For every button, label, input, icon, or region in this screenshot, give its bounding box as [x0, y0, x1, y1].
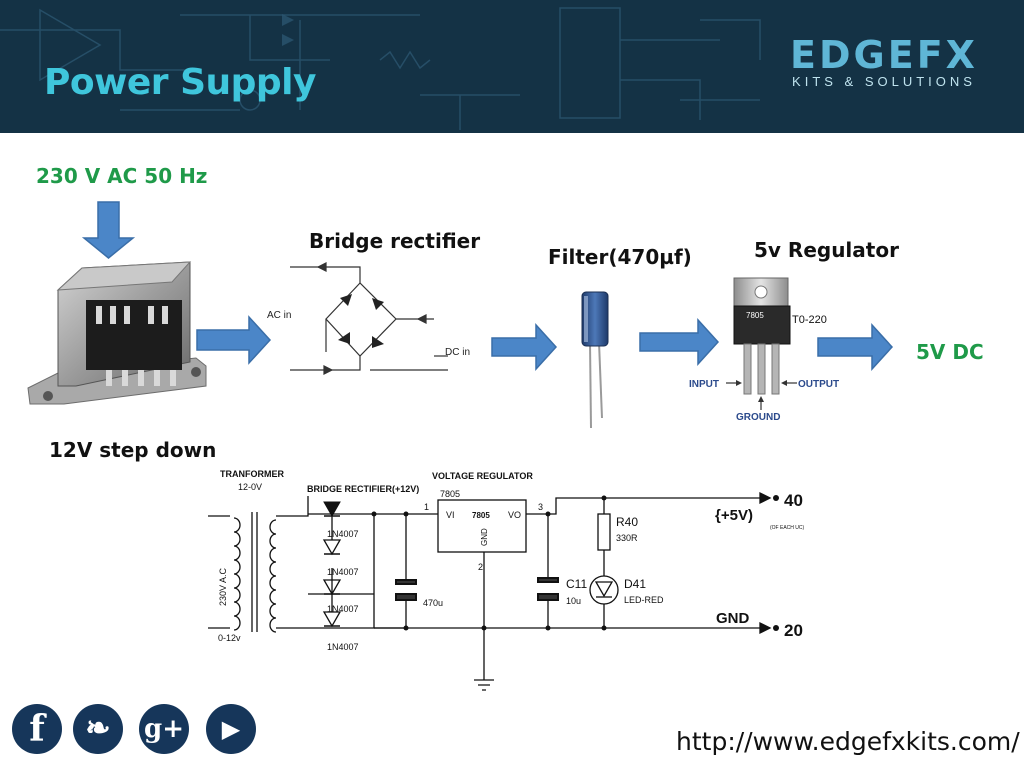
schematic-regulator-part: 7805: [440, 489, 460, 499]
schematic-output-note: (OF EACH UC): [770, 525, 805, 531]
schematic-output-label: {+5V): [715, 507, 753, 524]
facebook-icon: f: [29, 708, 45, 750]
ground-pin-label: GROUND: [736, 412, 780, 423]
schematic-transformer-title: TRANFORMER: [220, 469, 284, 479]
schematic-pin-20: 20: [784, 621, 803, 640]
ac-input-label: 230 V AC 50 Hz: [36, 164, 208, 188]
google-plus-icon: g+: [144, 714, 184, 744]
schematic-bridge-title: BRIDGE RECTIFIER(+12V): [307, 484, 419, 494]
schematic-pin-3: 3: [538, 502, 543, 512]
schematic-diode-4-label: 1N4007: [327, 642, 359, 652]
voltage-regulator-image: [726, 277, 797, 410]
input-pin-label: INPUT: [689, 379, 719, 390]
transformer-image: [27, 261, 207, 405]
arrow-filter-to-regulator-icon: [639, 318, 720, 366]
dc-in-label: DC in: [445, 347, 470, 358]
schematic-regulator-chip: 7805: [472, 511, 490, 520]
schematic-pin-vi: VI: [446, 510, 455, 520]
regulator-chip-label: 7805: [746, 311, 764, 320]
schematic-primary-label: 230V A.C: [218, 567, 228, 606]
regulator-label: 5v Regulator: [754, 238, 899, 262]
website-url[interactable]: http://www.edgefxkits.com/: [676, 727, 1020, 756]
schematic-pin-gnd: GND: [480, 528, 489, 546]
bridge-rectifier-diagram: [290, 262, 448, 375]
schematic-d41-name: D41: [624, 577, 646, 591]
google-plus-button[interactable]: g+: [139, 704, 189, 754]
package-label: T0-220: [792, 314, 827, 326]
schematic-diode-3-label: 1N4007: [327, 604, 359, 614]
schematic-c11-value: 10u: [566, 596, 581, 606]
schematic-c11-name: C11: [566, 577, 587, 591]
twitter-button[interactable]: ❧: [73, 704, 123, 754]
twitter-icon: ❧: [85, 711, 111, 746]
schematic-secondary-label: 0-12v: [218, 633, 241, 643]
schematic-pin-2: 2: [478, 562, 483, 572]
schematic-capacitor-c11: [537, 577, 559, 601]
play-icon: ▶: [221, 715, 241, 743]
schematic-d41-value: LED-RED: [624, 595, 664, 605]
schematic-pin-40: 40: [784, 491, 803, 510]
filter-label: Filter(470µf): [548, 245, 692, 269]
logo-wordmark: EDGEFX: [790, 33, 978, 77]
output-label: 5V DC: [916, 340, 984, 364]
schematic-pin-1: 1: [424, 502, 429, 512]
schematic-pin-vo: VO: [508, 510, 521, 520]
slide-header: Power Supply EDGEFX KITS & SOLUTIONS: [0, 0, 1024, 133]
schematic-r40-value: 330R: [616, 533, 638, 543]
bridge-rectifier-label: Bridge rectifier: [309, 229, 481, 253]
schematic-gnd-label: GND: [716, 610, 750, 627]
ac-in-label: AC in: [267, 310, 291, 321]
schematic-diode-2-label: 1N4007: [327, 567, 359, 577]
header-circuit-background: [0, 7, 761, 130]
arrow-regulator-to-output-icon: [817, 323, 894, 371]
schematic-transformer-rating: 12-0V: [238, 482, 262, 492]
down-arrow-icon: [81, 201, 136, 259]
logo-tagline: KITS & SOLUTIONS: [792, 74, 976, 89]
schematic-regulator-title: VOLTAGE REGULATOR: [432, 471, 533, 481]
power-supply-schematic: [208, 491, 772, 691]
schematic-capacitor-470u: [395, 579, 417, 601]
schematic-r40-name: R40: [616, 515, 638, 529]
arrow-transformer-to-bridge-icon: [196, 315, 272, 365]
schematic-cap1-label: 470u: [423, 598, 443, 608]
edgefx-logo: EDGEFX KITS & SOLUTIONS: [786, 36, 982, 90]
video-play-button[interactable]: ▶: [206, 704, 256, 754]
facebook-button[interactable]: f: [12, 704, 62, 754]
slide-title: Power Supply: [44, 62, 316, 103]
schematic-diode-1-label: 1N4007: [327, 529, 359, 539]
output-pin-label: OUTPUT: [798, 379, 839, 390]
arrow-bridge-to-filter-icon: [491, 323, 558, 371]
transformer-label: 12V step down: [49, 438, 217, 462]
filter-capacitor-image: [581, 291, 609, 429]
